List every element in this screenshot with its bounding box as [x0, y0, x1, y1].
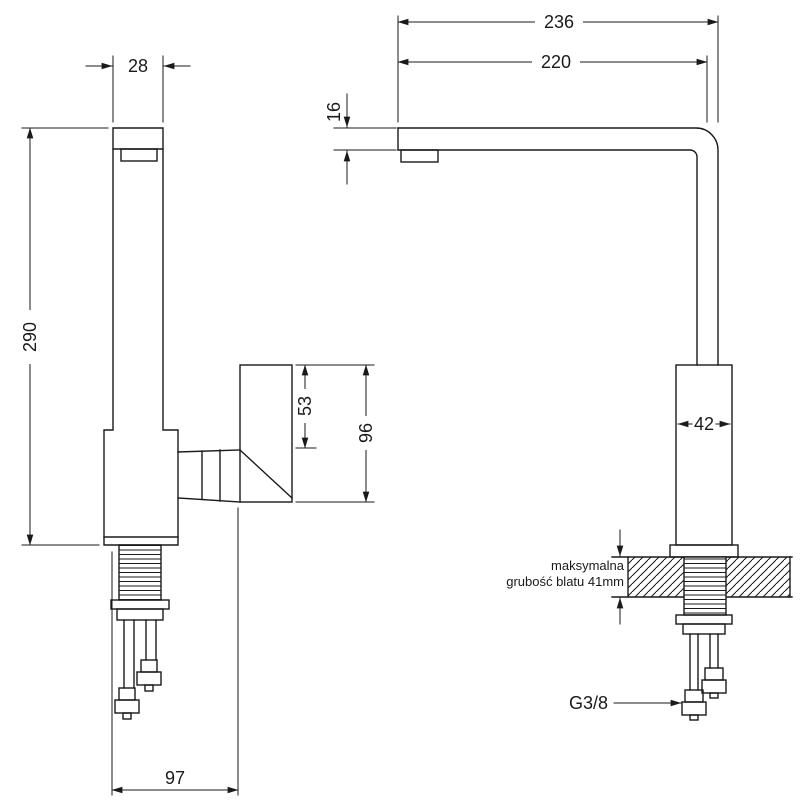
aerator-front [120, 148, 158, 162]
dim-body-width-label: 42 [694, 414, 714, 434]
handle-front [177, 364, 293, 503]
dim-28-lines [85, 55, 191, 123]
labels: 28 290 53 96 97 236 220 16 42 maksymalna… [20, 12, 714, 788]
spout-side-outline [397, 127, 719, 366]
linework [21, 15, 793, 796]
thread-size-label: G3/8 [569, 693, 608, 713]
mounting-nut-side [682, 623, 726, 635]
dim-spout-reach-label: 220 [541, 52, 571, 72]
dim-spout-width-label: 28 [128, 56, 148, 76]
faucet-front-outline [103, 127, 179, 546]
supply-hoses-side [681, 633, 727, 721]
front-view [103, 127, 293, 720]
dim-total-height-label: 290 [20, 322, 40, 352]
supply-hoses-front [114, 619, 162, 720]
mounting-nut-front [116, 608, 164, 621]
dim-handle-upper-label: 53 [295, 396, 315, 416]
dim-handle-height-label: 96 [356, 423, 376, 443]
dim-base-depth-label: 97 [165, 768, 185, 788]
threaded-shank-front [118, 544, 162, 601]
dim-spout-height-label: 16 [324, 102, 344, 122]
countertop-note-line1: maksymalna [551, 558, 625, 573]
dim-97-lines [111, 507, 239, 796]
aerator-side [400, 149, 439, 163]
countertop-note-line2: grubość blatu 41mm [506, 574, 624, 589]
side-view [397, 127, 793, 721]
dim-total-reach-label: 236 [544, 12, 574, 32]
dim-16-lines [333, 93, 397, 185]
threaded-shank-side [683, 556, 727, 616]
